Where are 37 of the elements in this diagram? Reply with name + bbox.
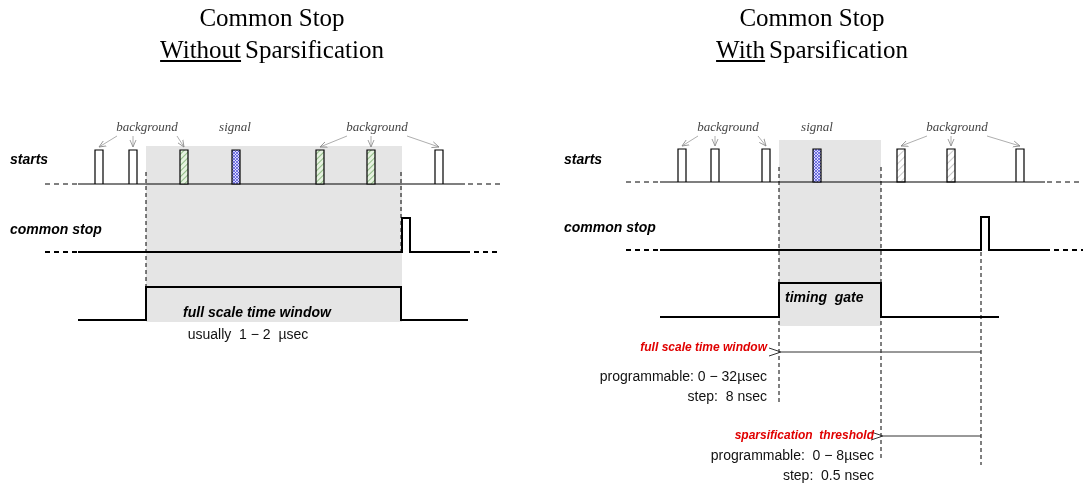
duration-note: usually 1 − 2 µsec: [187, 327, 309, 343]
pulse: [710, 148, 720, 183]
pulse: [128, 149, 138, 185]
pulse: [1015, 148, 1025, 183]
pulse: [94, 149, 104, 185]
title-text: With: [716, 36, 766, 63]
pulse: [434, 149, 444, 185]
range-note: programmable: 0 − 8µsec: [710, 448, 874, 464]
gate-label: timing gate: [785, 290, 864, 306]
annotation-text: background: [116, 120, 178, 135]
annotation-text: background: [926, 120, 988, 135]
hatched-pulse: [315, 149, 325, 185]
pulse: [761, 148, 771, 183]
title-text: Sparsification: [769, 36, 908, 63]
title-text: Common Stop: [739, 4, 885, 32]
annotation-text: background: [346, 120, 408, 135]
window-label: full scale time window: [640, 341, 767, 355]
step-note: step: 0.5 nsec: [782, 468, 874, 484]
title-text: Sparsification: [245, 36, 384, 63]
title-text: Common Stop: [199, 4, 345, 32]
threshold-label: sparsification threshold: [734, 429, 874, 443]
signal-name: starts: [564, 152, 603, 168]
annotation-text: signal: [219, 120, 251, 135]
signal-name: starts: [10, 152, 49, 168]
hatched-pulse: [946, 148, 956, 183]
signal-name: common stop: [564, 220, 656, 236]
title-text: Without: [160, 36, 242, 63]
annotation-text: background: [697, 120, 759, 135]
range-note: programmable: 0 − 32µsec: [599, 369, 767, 385]
hatched-pulse: [366, 149, 376, 185]
hatched-pulse: [179, 149, 189, 185]
window-label: full scale time window: [183, 305, 331, 321]
hatched-pulse: [896, 148, 906, 183]
annotation-text: signal: [801, 120, 833, 135]
step-note: step: 8 nsec: [687, 389, 767, 405]
signal-name: common stop: [10, 222, 102, 238]
pulse: [677, 148, 687, 183]
